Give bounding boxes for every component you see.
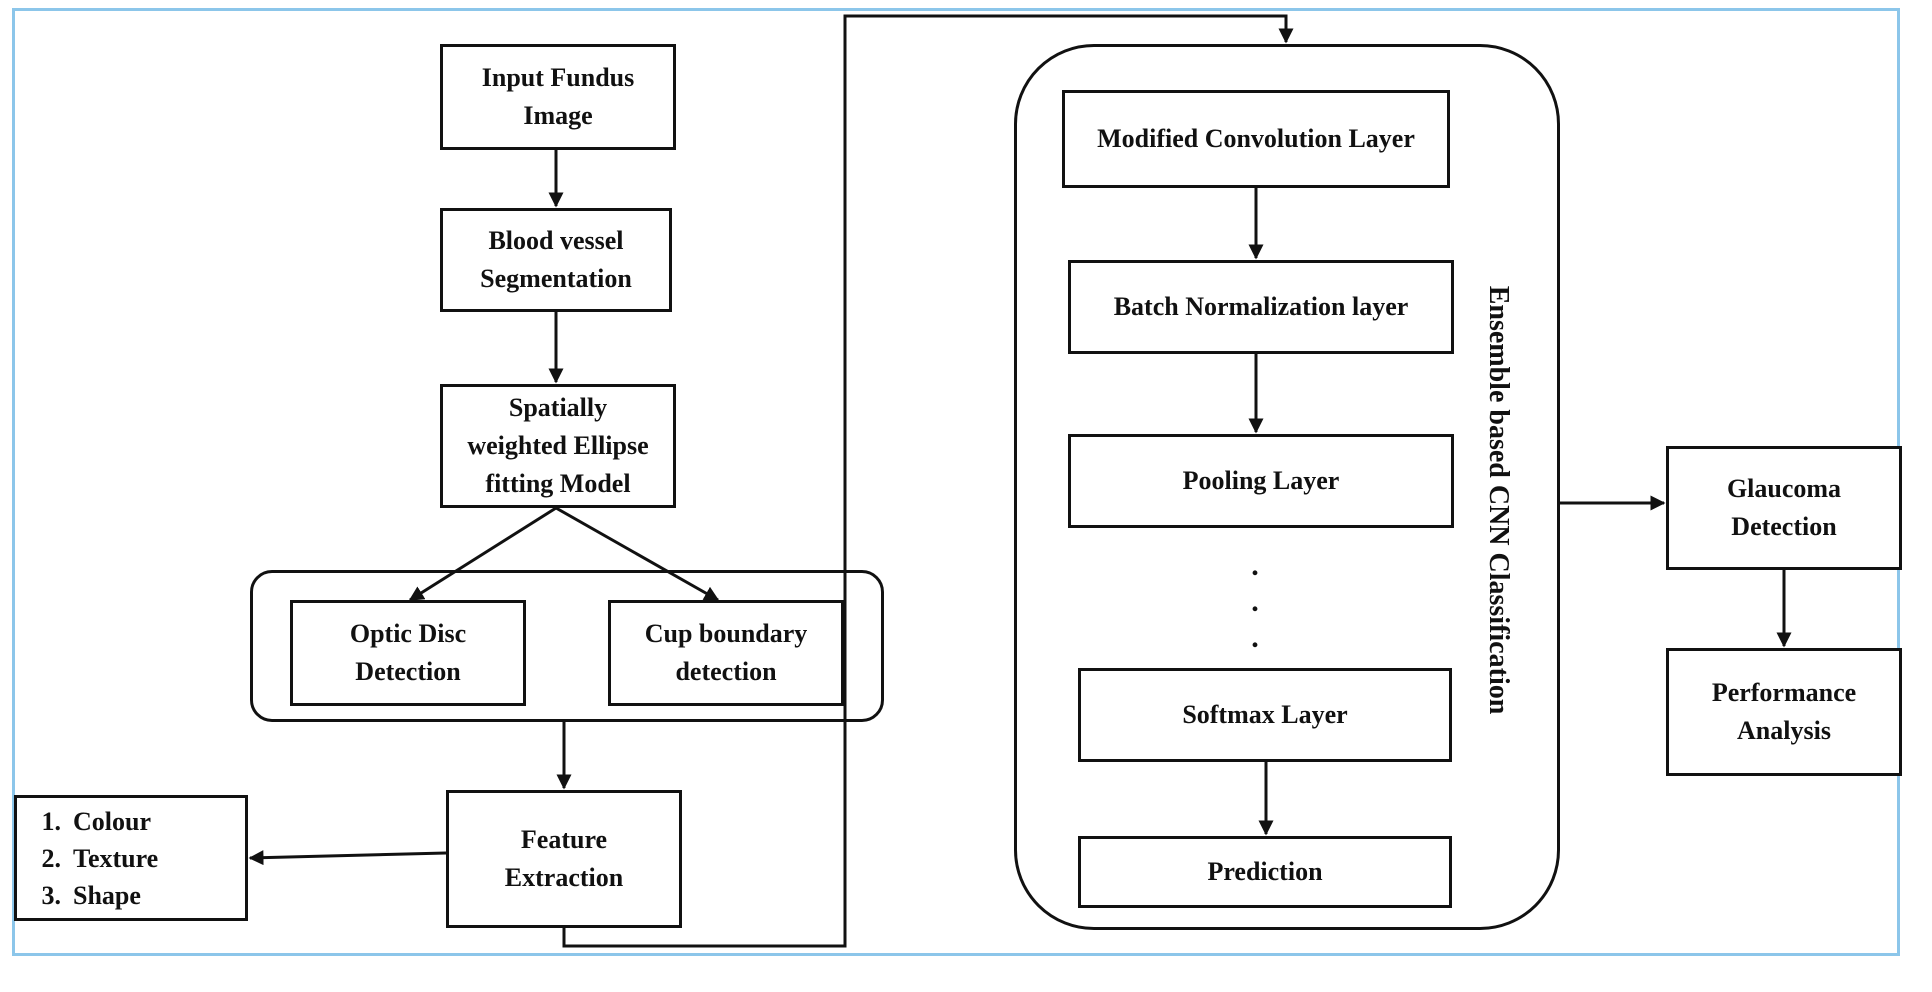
wire-feature-to-cnn: [562, 14, 1294, 948]
cnn-group-label: Ensemble based CNN Classification: [1483, 285, 1514, 715]
feature-item-number: 2.: [41, 843, 62, 873]
feature-item-number: 1.: [41, 806, 62, 836]
prediction-label: Prediction: [1207, 857, 1323, 886]
input-fundus-image-box: Input Fundus Image: [440, 44, 676, 150]
detection-group: [250, 570, 884, 722]
glaucoma-line-2: Detection: [1731, 512, 1837, 541]
arrow-feature-to-list: [248, 850, 447, 866]
softmax-layer-box: Softmax Layer: [1078, 668, 1452, 762]
ellipse-line-2: weighted Ellipse: [467, 431, 649, 460]
feature-item-number: 3.: [41, 880, 62, 910]
modified-convolution-layer-box: Modified Convolution Layer: [1062, 90, 1450, 188]
optic-disc-line-1: Optic Disc: [349, 619, 467, 648]
feature-item-label: Texture: [73, 843, 159, 873]
softmax-label: Softmax Layer: [1182, 700, 1348, 729]
ellipsis-dot: .: [1251, 549, 1259, 582]
feature-item-texture: 2. Texture: [17, 840, 245, 877]
batchnorm-label: Batch Normalization layer: [1113, 292, 1409, 321]
performance-line-1: Performance: [1711, 678, 1857, 707]
feature-item-colour: 1. Colour: [17, 803, 245, 840]
performance-line-2: Analysis: [1737, 716, 1831, 745]
input-line-2: Image: [523, 101, 593, 130]
pooling-label: Pooling Layer: [1182, 466, 1340, 495]
ellipse-fitting-model-box: Spatially weighted Ellipse fitting Model: [440, 384, 676, 508]
performance-analysis-box: Performance Analysis: [1666, 648, 1902, 776]
pooling-layer-box: Pooling Layer: [1068, 434, 1454, 528]
feature-line-2: Extraction: [504, 863, 624, 892]
ellipsis-dot: .: [1251, 621, 1259, 654]
optic-disc-detection-box: Optic Disc Detection: [290, 600, 526, 706]
features-list-box: 1. Colour 2. Texture 3. Shape: [14, 795, 248, 921]
arrow-ellipse-to-optic-disc: [408, 506, 557, 602]
batch-normalization-layer-box: Batch Normalization layer: [1068, 260, 1454, 354]
cup-line-2: detection: [675, 657, 777, 686]
cup-boundary-detection-box: Cup boundary detection: [608, 600, 844, 706]
optic-disc-line-2: Detection: [355, 657, 461, 686]
feature-item-label: Shape: [73, 880, 141, 910]
feature-item-label: Colour: [73, 806, 151, 836]
ellipsis-dots: . . .: [1245, 548, 1265, 656]
vessel-line-2: Segmentation: [480, 264, 632, 293]
arrow-ellipse-to-cup: [555, 506, 720, 602]
blood-vessel-segmentation-box: Blood vessel Segmentation: [440, 208, 672, 312]
glaucoma-line-1: Glaucoma: [1726, 474, 1842, 503]
prediction-box: Prediction: [1078, 836, 1452, 908]
feature-line-1: Feature: [520, 825, 608, 854]
conv-label: Modified Convolution Layer: [1097, 124, 1415, 153]
ellipsis-dot: .: [1251, 585, 1259, 618]
ellipse-line-3: fitting Model: [485, 469, 631, 498]
cup-line-1: Cup boundary: [644, 619, 808, 648]
glaucoma-detection-box: Glaucoma Detection: [1666, 446, 1902, 570]
feature-extraction-box: Feature Extraction: [446, 790, 682, 928]
input-line-1: Input Fundus: [481, 63, 635, 92]
ellipse-line-1: Spatially: [508, 393, 608, 422]
cnn-ensemble-group: [1014, 44, 1560, 930]
vessel-line-1: Blood vessel: [488, 226, 624, 255]
feature-item-shape: 3. Shape: [17, 877, 245, 914]
